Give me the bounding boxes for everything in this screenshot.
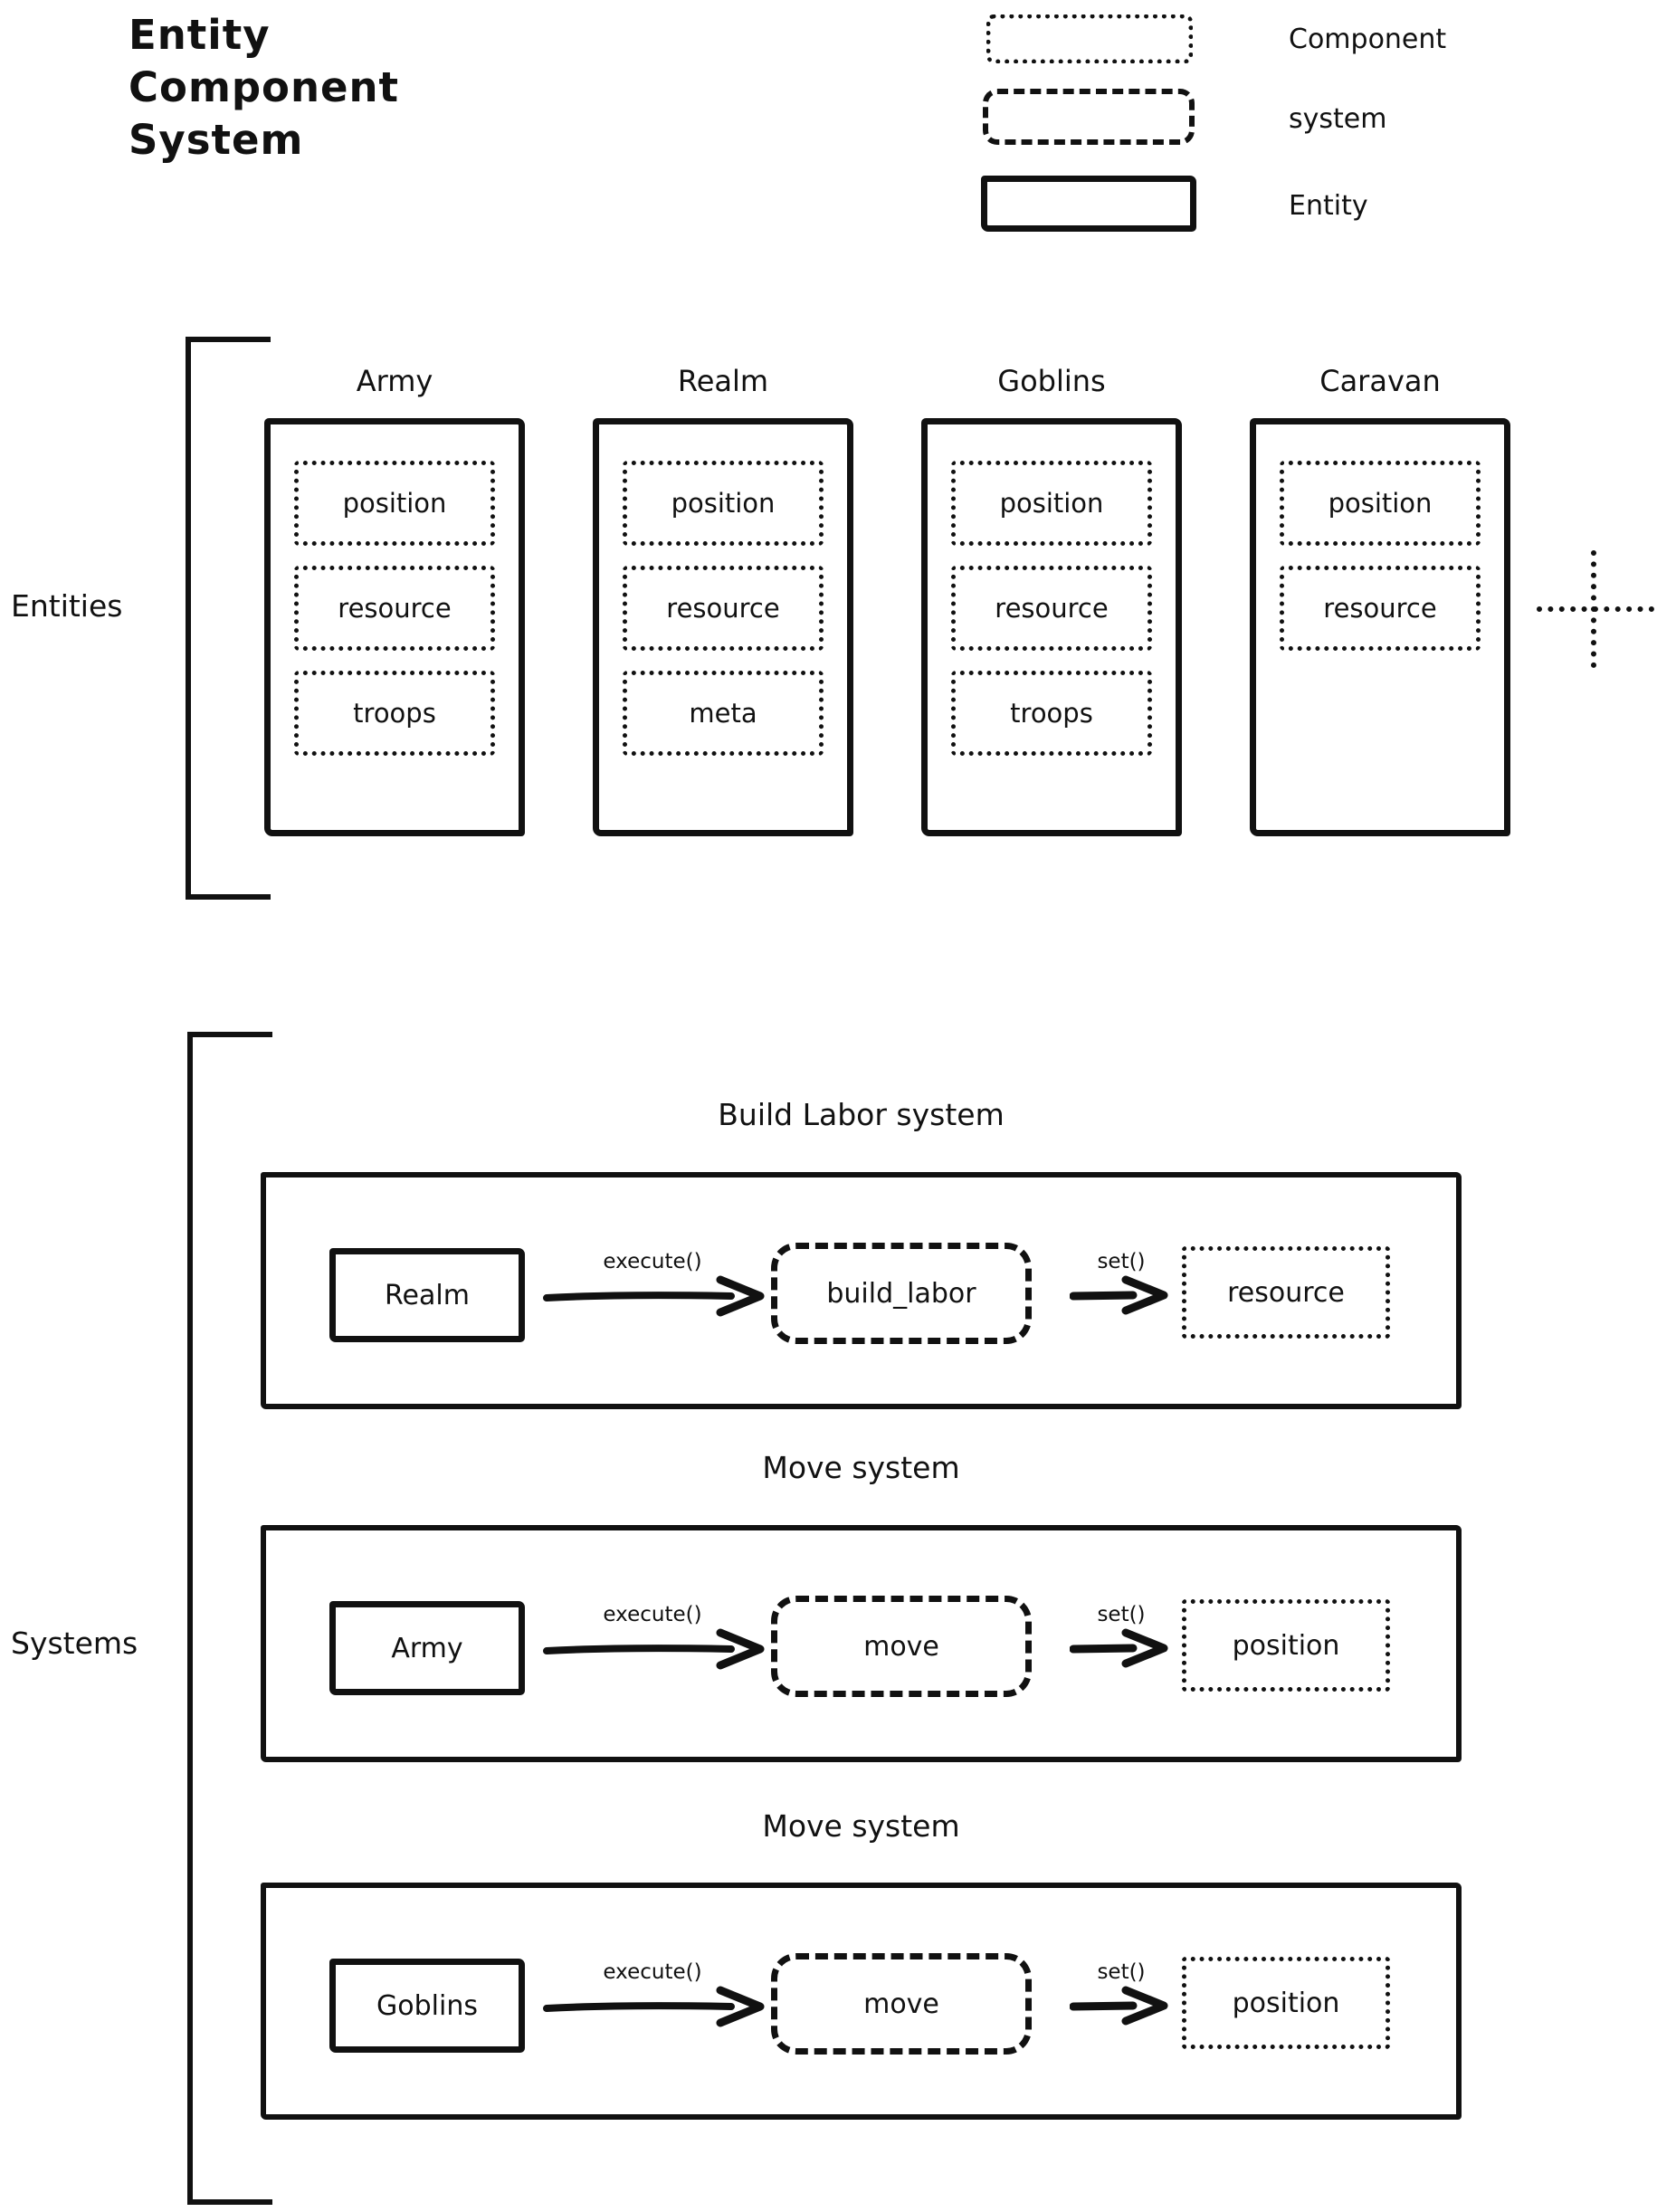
plus-icon-vertical bbox=[1591, 550, 1596, 668]
systems-bracket bbox=[187, 1032, 272, 2205]
system-title-move-2: Move system bbox=[762, 1808, 960, 1844]
page-title: Entity Component System bbox=[129, 9, 399, 167]
entity-title-army: Army bbox=[356, 364, 433, 398]
page-title-line-2: Component bbox=[129, 63, 400, 111]
entities-bracket bbox=[186, 337, 271, 900]
execute-label: execute() bbox=[603, 1603, 702, 1626]
component-box: position bbox=[623, 461, 824, 546]
component-box: resource bbox=[951, 566, 1152, 651]
system-box: move bbox=[771, 1953, 1032, 2055]
system-entity-box: Realm bbox=[329, 1248, 525, 1342]
legend-label-component: Component bbox=[1289, 24, 1447, 55]
execute-label: execute() bbox=[603, 1250, 702, 1273]
set-arrow-icon bbox=[1070, 1628, 1168, 1668]
system-block-move-army: Army execute() move set() position bbox=[261, 1525, 1462, 1762]
set-label: set() bbox=[1097, 1603, 1146, 1626]
component-box: resource bbox=[1280, 566, 1481, 651]
entity-title-caravan: Caravan bbox=[1319, 364, 1441, 398]
page-title-line-1: Entity bbox=[129, 11, 271, 59]
entity-card-caravan: position resource bbox=[1250, 418, 1510, 836]
system-component-box: resource bbox=[1182, 1246, 1390, 1339]
execute-arrow-icon bbox=[543, 1986, 765, 2027]
system-title-build-labor: Build Labor system bbox=[718, 1097, 1005, 1132]
execute-label: execute() bbox=[603, 1960, 702, 1984]
component-box: position bbox=[294, 461, 495, 546]
component-swatch-icon bbox=[986, 14, 1193, 63]
system-entity-box: Goblins bbox=[329, 1959, 525, 2053]
legend-label-entity: Entity bbox=[1289, 190, 1368, 222]
set-label: set() bbox=[1097, 1250, 1146, 1273]
system-component-box: position bbox=[1182, 1599, 1390, 1692]
set-label: set() bbox=[1097, 1960, 1146, 1984]
systems-section-label: Systems bbox=[11, 1626, 138, 1661]
entity-title-goblins: Goblins bbox=[997, 364, 1106, 398]
component-box: resource bbox=[623, 566, 824, 651]
system-box: build_labor bbox=[771, 1243, 1032, 1344]
entity-card-realm: position resource meta bbox=[593, 418, 853, 836]
execute-arrow-icon bbox=[543, 1628, 765, 1670]
system-component-box: position bbox=[1182, 1957, 1390, 2049]
entity-card-goblins: position resource troops bbox=[921, 418, 1182, 836]
entities-section-label: Entities bbox=[11, 588, 123, 624]
component-box: troops bbox=[951, 671, 1152, 756]
system-entity-box: Army bbox=[329, 1601, 525, 1695]
legend-label-system: system bbox=[1289, 103, 1387, 135]
system-block-build-labor: Realm execute() build_labor set() resour… bbox=[261, 1172, 1462, 1409]
component-box: position bbox=[951, 461, 1152, 546]
component-box: resource bbox=[294, 566, 495, 651]
system-block-move-goblins: Goblins execute() move set() position bbox=[261, 1883, 1462, 2120]
entity-swatch-icon bbox=[981, 176, 1196, 232]
execute-arrow-icon bbox=[543, 1275, 765, 1317]
component-box: troops bbox=[294, 671, 495, 756]
plus-icon bbox=[1537, 550, 1654, 668]
entity-title-realm: Realm bbox=[677, 364, 769, 398]
set-arrow-icon bbox=[1070, 1986, 1168, 2026]
entity-card-army: position resource troops bbox=[264, 418, 525, 836]
set-arrow-icon bbox=[1070, 1275, 1168, 1315]
component-box: position bbox=[1280, 461, 1481, 546]
page-title-line-3: System bbox=[129, 116, 304, 164]
component-box: meta bbox=[623, 671, 824, 756]
system-title-move-1: Move system bbox=[762, 1450, 960, 1485]
system-swatch-icon bbox=[983, 89, 1195, 145]
system-box: move bbox=[771, 1596, 1032, 1697]
